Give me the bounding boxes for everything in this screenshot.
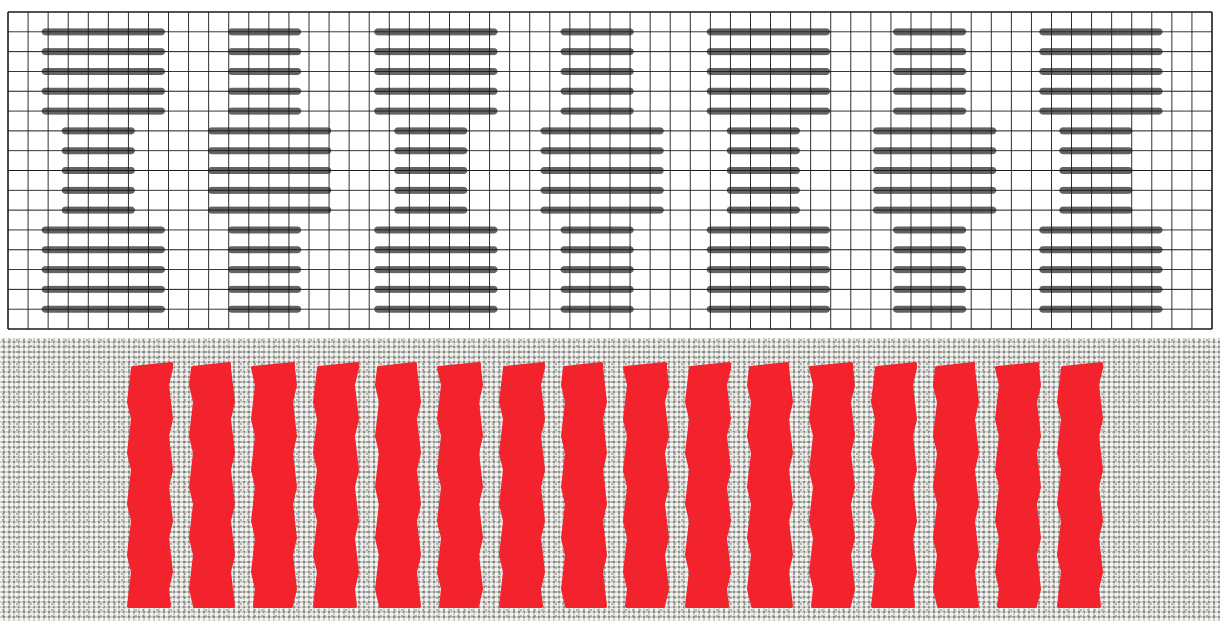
- thread-column: [935, 364, 977, 606]
- stitch-chart: [0, 0, 1220, 336]
- thread-column: [191, 364, 233, 606]
- thread-column: [129, 364, 171, 606]
- thread-column: [1059, 364, 1101, 606]
- thread-column: [501, 364, 543, 606]
- thread-column: [873, 364, 915, 606]
- embroidery-photo: [0, 338, 1220, 621]
- thread-column: [253, 364, 295, 606]
- stitch-chart-grid: [0, 0, 1220, 336]
- thread-column: [315, 364, 357, 606]
- thread-column: [377, 364, 419, 606]
- thread-column: [625, 364, 667, 606]
- thread-column: [563, 364, 605, 606]
- thread-column: [439, 364, 481, 606]
- thread-column: [749, 364, 791, 606]
- thread-column: [687, 364, 729, 606]
- embroidered-fabric: [0, 338, 1220, 621]
- thread-column: [811, 364, 853, 606]
- thread-column: [997, 364, 1039, 606]
